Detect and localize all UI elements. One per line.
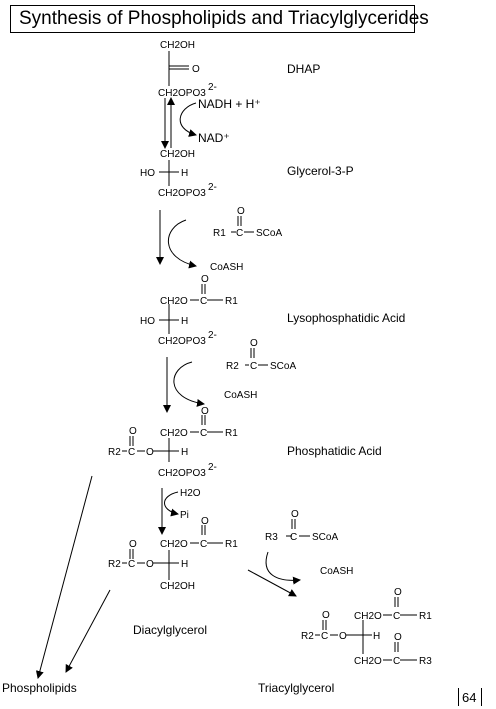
dag-c1: C	[200, 539, 207, 550]
acyl1-c: C	[236, 228, 243, 239]
dhap-carbonyl-o: O	[192, 64, 200, 75]
lyso-carbonyl-o: O	[201, 274, 209, 285]
dag-c2: C	[128, 559, 135, 570]
acyl2-c: C	[250, 361, 257, 372]
g3p-ch2opo3: CH2OPO3	[158, 188, 206, 199]
pa-carbonyl-o2: O	[129, 426, 137, 437]
label-lysophosphatidic-acid: Lysophosphatidic Acid	[287, 311, 405, 325]
tag-c1: C	[393, 611, 400, 622]
acyl3-c: C	[290, 532, 297, 543]
tag-r1: R1	[419, 611, 432, 622]
acyl3-o: O	[291, 509, 299, 520]
pa-r1: R1	[225, 428, 238, 439]
pa-charge: 2-	[208, 462, 217, 473]
g3p-ch2oh: CH2OH	[160, 149, 195, 160]
pa-c1: C	[200, 428, 207, 439]
label-phosphatidic-acid: Phosphatidic Acid	[287, 444, 382, 458]
lyso-charge: 2-	[208, 330, 217, 341]
dag-carbonyl-o2: O	[129, 539, 137, 550]
tag-r2: R2	[301, 631, 314, 642]
pa-ester-o: O	[146, 447, 154, 458]
pa-ch2o: CH2O	[160, 428, 188, 439]
dag-ch2o: CH2O	[160, 539, 188, 550]
acyl1-o: O	[237, 206, 245, 217]
dhap-ch2opo3: CH2OPO3	[158, 88, 206, 99]
tag-carbonyl-o2: O	[322, 610, 330, 621]
lyso-ho: HO	[140, 316, 155, 327]
label-phospholipids: Phospholipids	[2, 681, 77, 695]
acyl1-scoa: SCoA	[256, 228, 282, 239]
coash-label-1: CoASH	[210, 262, 243, 273]
label-dhap: DHAP	[287, 62, 320, 76]
coash-label-3: CoASH	[320, 566, 353, 577]
dag-r2: R2	[108, 559, 121, 570]
pa-c2: C	[128, 447, 135, 458]
lyso-ch2opo3: CH2OPO3	[158, 336, 206, 347]
pi-label: Pi	[180, 510, 189, 521]
acyl2-scoa: SCoA	[270, 361, 296, 372]
nad-label: NAD⁺	[198, 131, 230, 145]
dag-r1: R1	[225, 539, 238, 550]
acyl3-r3: R3	[265, 532, 278, 543]
tag-ch2o-top: CH2O	[354, 611, 382, 622]
dag-carbonyl-o1: O	[201, 516, 209, 527]
coash-label-2: CoASH	[224, 390, 257, 401]
acyl2-o: O	[250, 338, 258, 349]
lyso-h: H	[181, 316, 188, 327]
tag-ch2o-bottom: CH2O	[354, 656, 382, 667]
page-number-text: 64	[462, 690, 477, 705]
page-number: 64	[458, 688, 482, 706]
pa-ch2opo3: CH2OPO3	[158, 468, 206, 479]
dag-ch2oh: CH2OH	[160, 581, 195, 592]
label-triacylglycerol: Triacylglycerol	[258, 681, 334, 695]
g3p-ho: HO	[140, 168, 155, 179]
g3p-charge: 2-	[208, 182, 217, 193]
h2o-label: H2O	[180, 488, 201, 499]
tag-h: H	[373, 631, 380, 642]
page-title: Synthesis of Phospholipids and Triacylgl…	[19, 8, 429, 29]
tag-carbonyl-o1: O	[394, 587, 402, 598]
title-box: Synthesis of Phospholipids and Triacylgl…	[10, 5, 429, 33]
pa-h: H	[181, 447, 188, 458]
tag-r3: R3	[419, 656, 432, 667]
label-diacylglycerol: Diacylglycerol	[133, 623, 207, 637]
nadh-label: NADH + H⁺	[198, 97, 261, 111]
dag-ester-o: O	[146, 559, 154, 570]
pa-r2: R2	[108, 447, 121, 458]
acyl3-scoa: SCoA	[312, 532, 338, 543]
lyso-c: C	[200, 296, 207, 307]
g3p-h: H	[181, 168, 188, 179]
dag-h: H	[181, 559, 188, 570]
dhap-charge: 2-	[208, 82, 217, 93]
label-glycerol-3-p: Glycerol-3-P	[287, 164, 354, 178]
pa-carbonyl-o1: O	[201, 406, 209, 417]
acyl1-r1: R1	[213, 228, 226, 239]
tag-ester-o: O	[339, 631, 347, 642]
lyso-ch2o: CH2O	[160, 296, 188, 307]
tag-carbonyl-o3: O	[394, 632, 402, 643]
dhap-ch2oh: CH2OH	[160, 40, 195, 51]
tag-c2: C	[321, 631, 328, 642]
tag-c3: C	[393, 656, 400, 667]
acyl2-r2: R2	[226, 361, 239, 372]
lyso-r1: R1	[225, 296, 238, 307]
